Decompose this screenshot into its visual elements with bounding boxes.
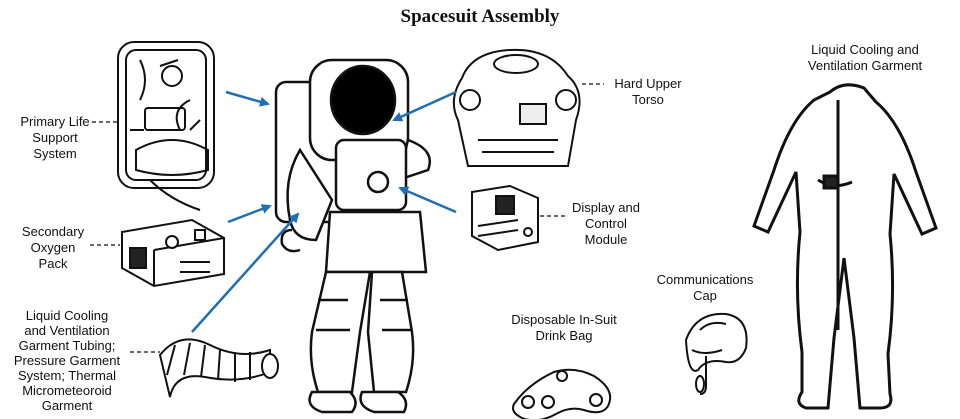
hut-illustration	[452, 48, 581, 167]
comm-cap-illustration	[684, 312, 748, 395]
leader-lines	[90, 83, 604, 353]
lcvg-illustration	[752, 83, 938, 410]
pointer-arrows	[191, 90, 457, 333]
garment-tubing-illustration	[158, 338, 279, 398]
arrow-plss	[225, 90, 270, 107]
arrow-dcm	[398, 186, 457, 214]
arrow-sop	[227, 204, 272, 224]
drink-bag-illustration	[512, 368, 612, 419]
dcm-illustration	[471, 184, 539, 252]
sop-illustration	[121, 218, 225, 288]
astronaut-illustration	[274, 58, 431, 414]
plss-illustration	[117, 41, 215, 211]
arrow-garment	[191, 212, 300, 333]
arrow-hut	[392, 90, 457, 122]
diagram-title: Spacesuit Assembly	[400, 6, 560, 27]
